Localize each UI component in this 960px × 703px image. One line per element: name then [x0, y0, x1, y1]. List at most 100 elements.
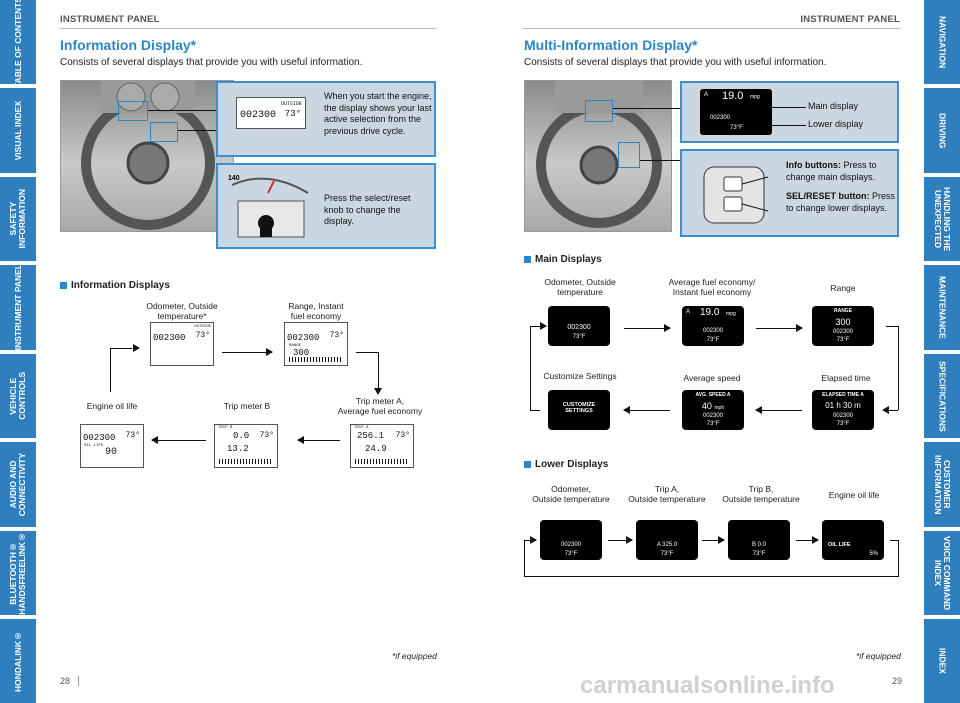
- label-main-customize: Customize Settings: [543, 371, 617, 381]
- arrow: [756, 324, 803, 332]
- screen-main-avgspeed: AVG. SPEED A 40 mph 002300 73°F: [682, 390, 744, 430]
- label-trip-a: Trip meter A, Average fuel economy: [337, 396, 423, 417]
- label-main-elapsed: Elapsed time: [821, 373, 871, 383]
- label-lower-tripa: Trip A, Outside temperature: [628, 484, 706, 505]
- callout-screen: A 19.0 mpg 002300 73°F: [700, 89, 772, 135]
- screen-main-range: RANGE 300 002300 73°F: [812, 306, 874, 346]
- label-main-range: Range: [830, 283, 856, 293]
- screen-lower-oil: OIL LIFE 5%: [822, 520, 884, 560]
- lcd-oil-life: 002300 73° OIL LIFE 90: [80, 424, 144, 468]
- arrow: [702, 536, 725, 544]
- main-display-label: Main display: [808, 101, 859, 111]
- intro-left: Consists of several displays that provid…: [60, 57, 363, 68]
- tab-instrument-panel[interactable]: INSTRUMENT PANEL: [0, 264, 36, 351]
- tab-navigation[interactable]: NAVIGATION: [924, 0, 960, 84]
- tab-vehicle-controls[interactable]: VEHICLE CONTROLS: [0, 354, 36, 438]
- arrow: [222, 348, 273, 356]
- label-lower-odometer: Odometer, Outside temperature: [532, 484, 610, 505]
- arrow: [151, 436, 206, 444]
- label-main-avgfuel: Average fuel economy/ Instant fuel econo…: [668, 277, 756, 298]
- lcd-trip-b: TRIP B 0.0 73° 13.2: [214, 424, 278, 468]
- callout-buttons: Info buttons: Press to change main displ…: [680, 149, 899, 237]
- header-left: INSTRUMENT PANEL: [60, 14, 160, 25]
- screen-main-avgfuel: A 19.0 mpg 002300 73°F: [682, 306, 744, 346]
- arrow: [796, 536, 819, 544]
- label-range: Range, Instant fuel economy: [288, 301, 344, 322]
- knob-highlight: [150, 122, 178, 142]
- tab-label: VEHICLE CONTROLS: [8, 372, 27, 420]
- page-title-left: Information Display*: [60, 37, 197, 53]
- tab-voice-command-index[interactable]: VOICE COMMAND INDEX: [924, 531, 960, 615]
- tab-customer-information[interactable]: CUSTOMER INFORMATION: [924, 442, 960, 527]
- watermark: carmanualsonline.info: [580, 672, 835, 699]
- section-main-displays: Main Displays: [524, 254, 602, 265]
- tab-hondalink[interactable]: HONDALINK®: [0, 619, 36, 703]
- arrow: [755, 406, 802, 414]
- page-title-right: Multi-Information Display*: [524, 37, 698, 53]
- arrow: [624, 324, 671, 332]
- tab-label: NAVIGATION: [937, 15, 948, 69]
- label-lower-oil: Engine oil life: [828, 490, 880, 500]
- tab-visual-index[interactable]: VISUAL INDEX: [0, 88, 36, 173]
- tab-driving[interactable]: DRIVING: [924, 88, 960, 173]
- lower-display-label: Lower display: [808, 119, 864, 129]
- page-number-left: 28: [60, 676, 71, 686]
- tab-label: CUSTOMER INFORMATION: [933, 454, 952, 515]
- tab-label: VISUAL INDEX: [12, 100, 23, 161]
- page-number-right: 29: [892, 676, 903, 686]
- header-right: INSTRUMENT PANEL: [800, 14, 900, 25]
- tab-handling-the-unexpected[interactable]: HANDLING THE UNEXPECTED: [924, 177, 960, 261]
- tab-maintenance[interactable]: MAINTENANCE: [924, 265, 960, 350]
- tab-label: INSTRUMENT PANEL: [12, 264, 23, 351]
- gauge-speed-label: 140: [228, 175, 240, 182]
- screen-lower-tripb: B 0.0 73°F: [728, 520, 790, 560]
- label-oil-life: Engine oil life: [86, 401, 138, 411]
- sel-reset-text: SEL/RESET button: Press to change lower …: [786, 191, 896, 213]
- tab-safety-information[interactable]: SAFETY INFORMATION: [0, 177, 36, 261]
- tab-label: MAINTENANCE: [937, 276, 948, 339]
- section-information-displays: Information Displays: [60, 280, 170, 291]
- tab-label: HANDLING THE UNEXPECTED: [933, 186, 952, 252]
- screen-lower-odometer: 002300 73°F: [540, 520, 602, 560]
- arrow-down: [374, 388, 382, 395]
- display-highlight: [585, 100, 613, 122]
- tab-label: DRIVING: [937, 112, 948, 149]
- header-rule-left: [60, 28, 436, 29]
- intro-right: Consists of several displays that provid…: [524, 57, 827, 68]
- label-trip-b: Trip meter B: [223, 401, 271, 411]
- section-lower-displays: Lower Displays: [524, 459, 608, 470]
- arrow: [608, 536, 633, 544]
- lcd-range: 002300 73° RANGE 300: [284, 322, 348, 366]
- footnote-right: *if equipped: [856, 651, 901, 661]
- tab-label: HONDALINK®: [12, 630, 23, 692]
- arrow: [623, 406, 670, 414]
- screen-lower-tripa: A 325.0 73°F: [636, 520, 698, 560]
- screen-main-customize: CUSTOMIZE SETTINGS: [548, 390, 610, 430]
- footnote-left: *if equipped: [392, 651, 437, 661]
- label-main-avgspeed: Average speed: [683, 373, 741, 383]
- tab-label: SPECIFICATIONS: [937, 360, 948, 432]
- callout-startup-text: When you start the engine, the display s…: [324, 91, 432, 137]
- screen-main-odometer: 002300 73°F: [548, 306, 610, 346]
- tab-label: INDEX: [937, 648, 948, 674]
- arrow: [297, 436, 340, 444]
- tab-label: TABLE OF CONTENTS: [12, 0, 23, 88]
- tab-bluetooth-handsfreelink[interactable]: BLUETOOTH® HANDSFREELINK®: [0, 531, 36, 615]
- display-highlight: [118, 101, 148, 121]
- tab-audio-and-connectivity[interactable]: AUDIO AND CONNECTIVITY: [0, 442, 36, 527]
- callout-startup: 002300 OUTSIDE 73° When you start the en…: [216, 81, 436, 157]
- lcd-odometer: 002300 OUTSIDE 73°: [150, 322, 214, 366]
- tab-label: VOICE COMMAND INDEX: [933, 535, 952, 611]
- lcd-trip-a: TRIP A 256.1 73° 24.9: [350, 424, 414, 468]
- info-buttons-text: Info buttons: Press to change main displ…: [786, 160, 877, 182]
- tab-specifications[interactable]: SPECIFICATIONS: [924, 354, 960, 438]
- callout-knob-text: Press the select/reset knob to change th…: [324, 193, 411, 227]
- arrow: [524, 536, 537, 544]
- tab-index[interactable]: INDEX: [924, 619, 960, 703]
- header-rule-right: [522, 28, 900, 29]
- tab-label: SAFETY INFORMATION: [8, 189, 27, 249]
- tab-table-of-contents[interactable]: TABLE OF CONTENTS: [0, 0, 36, 88]
- dashboard-photo-right: [524, 80, 672, 232]
- label-main-odometer: Odometer, Outside temperature: [544, 277, 616, 298]
